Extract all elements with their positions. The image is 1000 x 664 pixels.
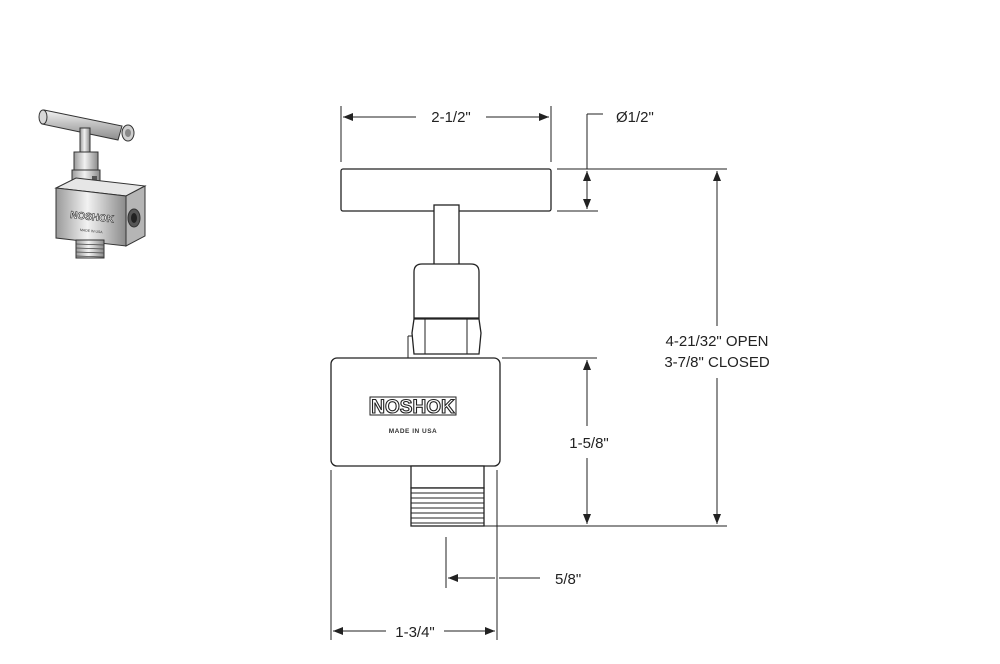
body-logo: NOSHOK MADE IN USA	[369, 396, 457, 435]
bonnet-cap	[413, 263, 480, 319]
threaded-end	[410, 487, 485, 527]
thread-lines	[411, 492, 484, 524]
dim-handle-diameter: Ø1/2"	[616, 109, 654, 126]
dim-height-open: 4-21/32" OPEN	[666, 333, 769, 350]
logo-text: NOSHOK	[371, 397, 455, 418]
svg-text:NOSHOK: NOSHOK	[70, 210, 116, 226]
dimension-lines	[330, 106, 727, 640]
dim-height-closed: 3-7/8" CLOSED	[664, 354, 770, 371]
hex-nut	[411, 318, 482, 355]
dim-handle-width: 2-1/2"	[431, 109, 471, 126]
dim-body-width: 1-3/4"	[395, 624, 435, 641]
stem	[433, 204, 460, 266]
dim-thread-width: 5/8"	[555, 571, 581, 588]
valve-outline	[330, 168, 552, 527]
valve-thumbnail: NOSHOK MADE IN USA	[38, 109, 147, 259]
svg-text:MADE IN USA: MADE IN USA	[80, 228, 104, 234]
made-in-text: MADE IN USA	[389, 428, 437, 435]
dimension-labels: 2-1/2" Ø1/2" 4-21/32" OPEN 3-7/8" CLOSED…	[395, 109, 770, 641]
dim-body-height: 1-5/8"	[569, 435, 609, 452]
